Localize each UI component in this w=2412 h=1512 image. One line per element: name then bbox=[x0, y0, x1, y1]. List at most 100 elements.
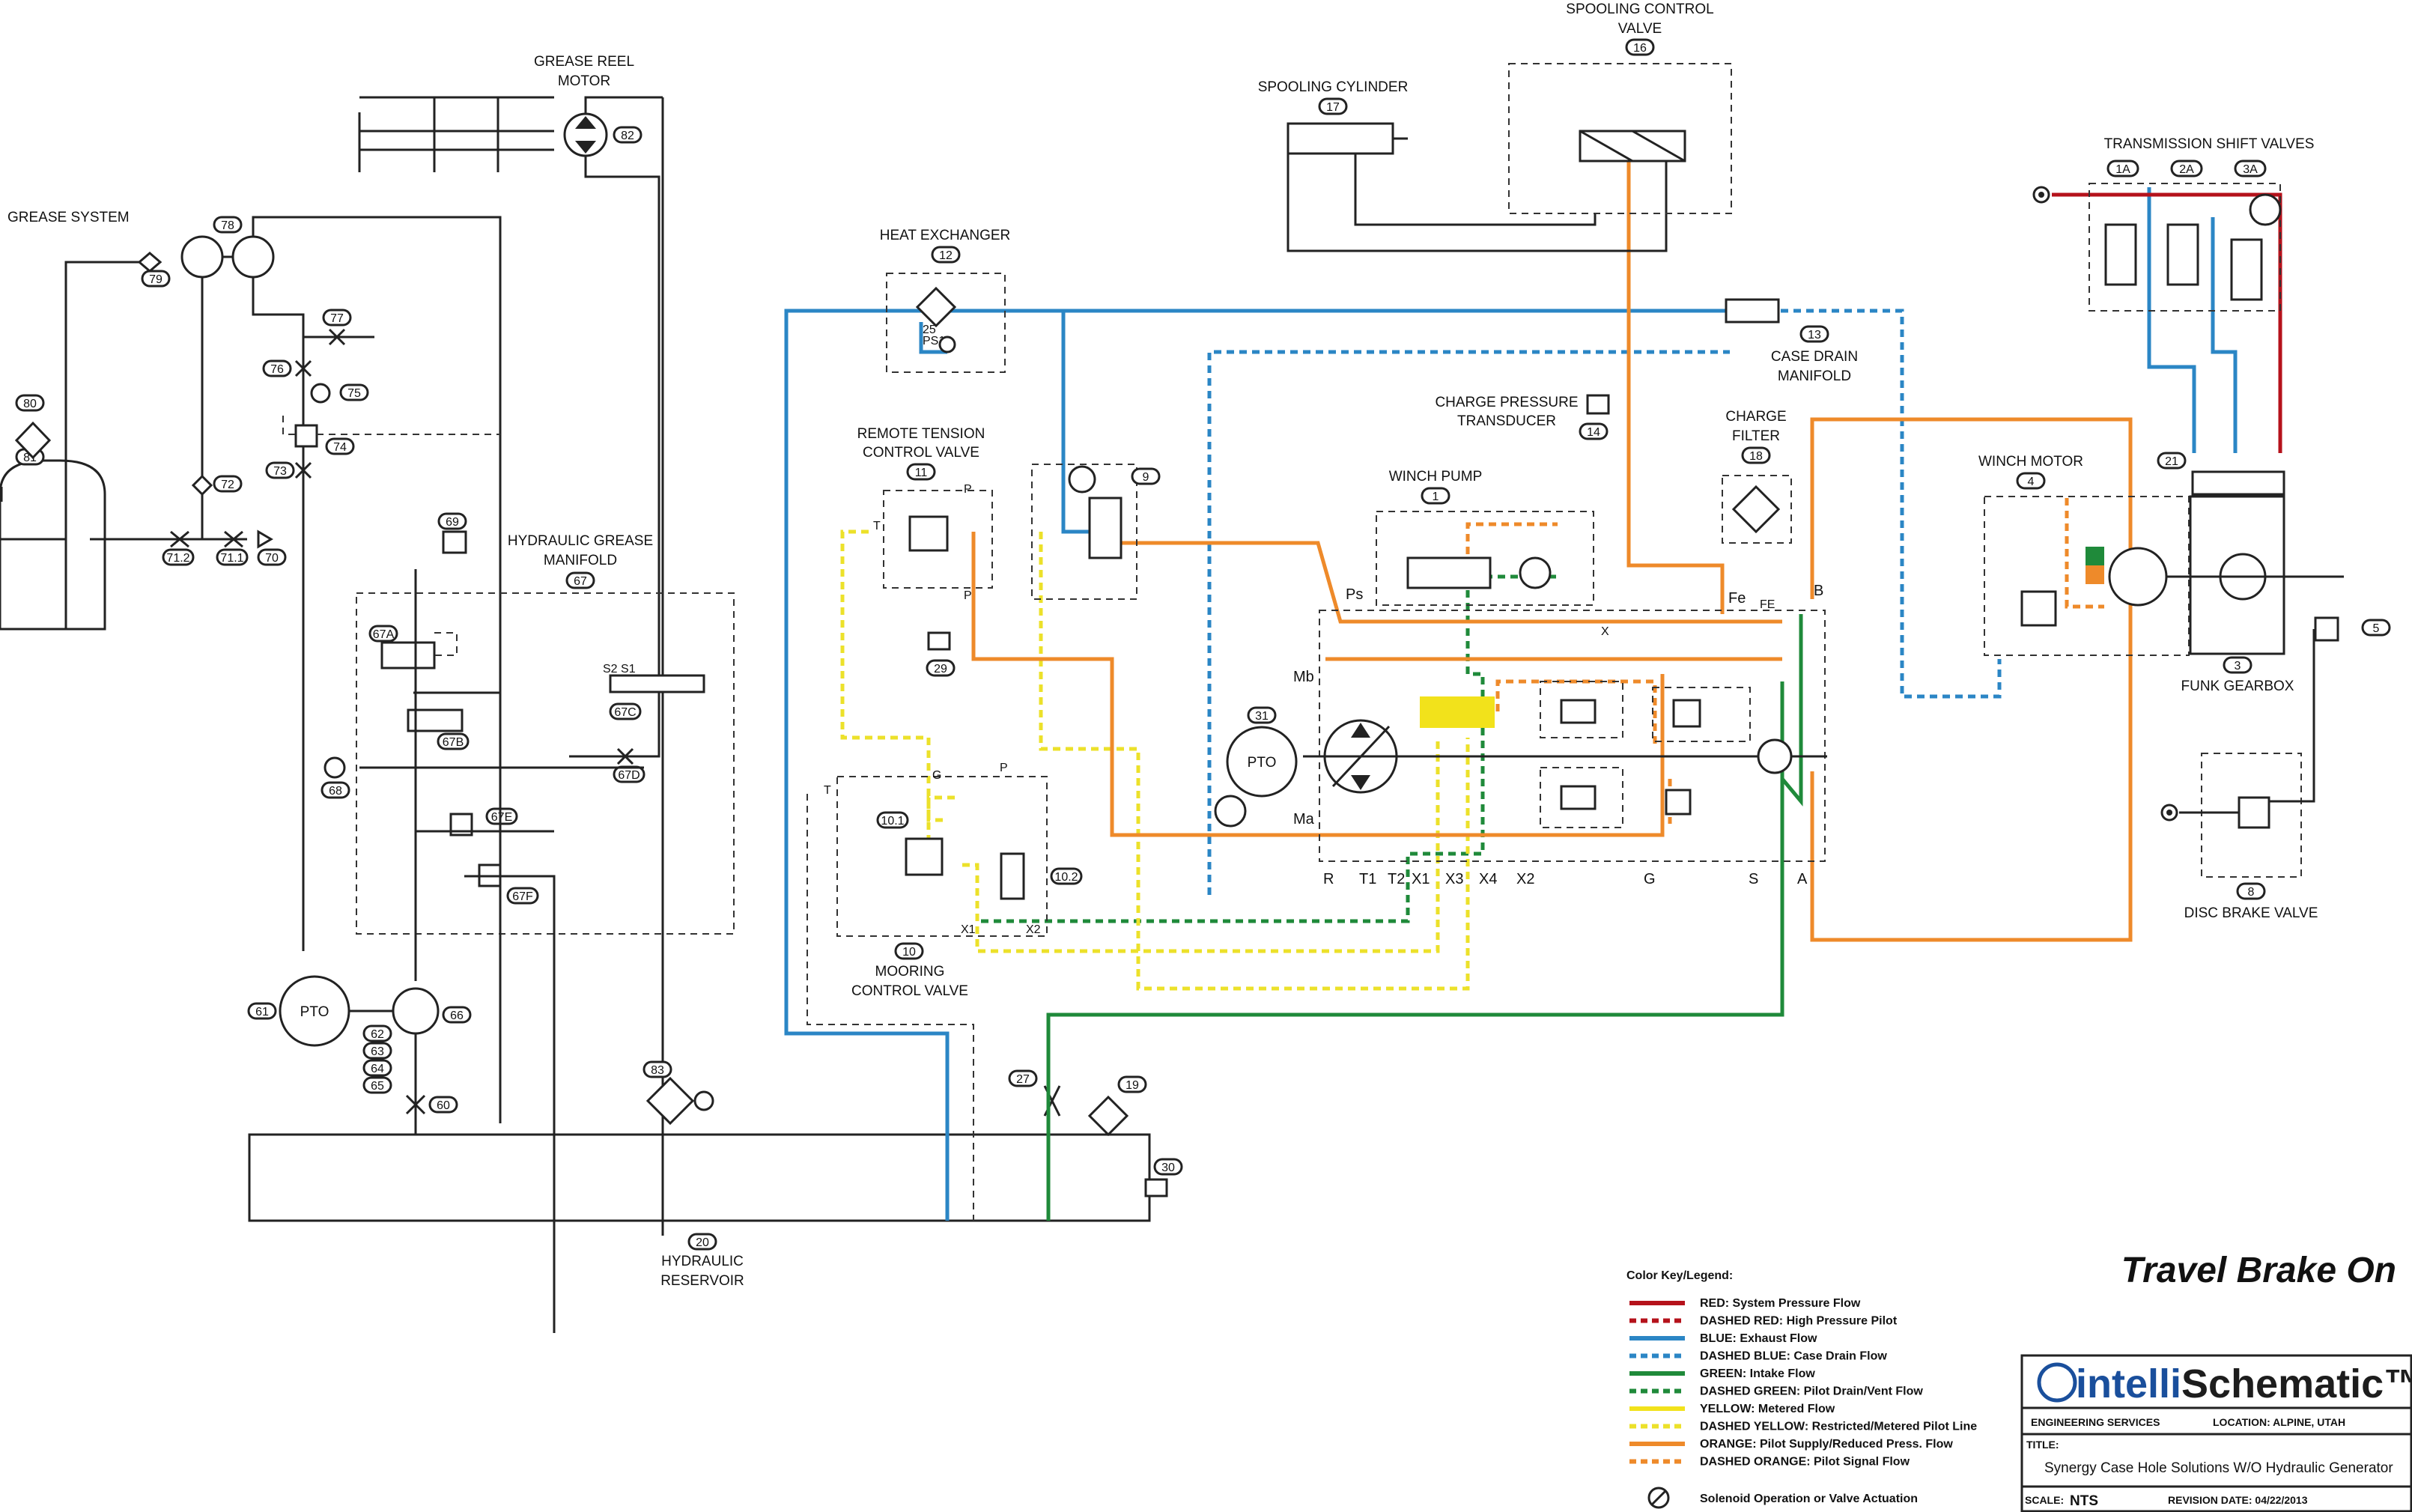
tag-14-box bbox=[1579, 422, 1608, 440]
grease-line-1 bbox=[64, 261, 142, 629]
pump-relief-icon bbox=[1672, 699, 1701, 728]
spooling-cylinder-icon bbox=[1286, 122, 1394, 155]
line-green-2 bbox=[1781, 614, 1803, 807]
spooling-valve-icon bbox=[1579, 130, 1686, 163]
brand-prefix: intelli bbox=[2076, 1361, 2181, 1406]
line-orangedash-1 bbox=[1465, 522, 1672, 824]
winch-motor-label: WINCH MOTOR bbox=[1978, 454, 2083, 470]
motor-brake-icon bbox=[2020, 590, 2057, 627]
transducer-29-icon bbox=[927, 631, 951, 651]
valve-67d-icon bbox=[616, 747, 634, 765]
brake-port-dot-icon bbox=[2166, 810, 2172, 816]
reservoir-box bbox=[248, 1133, 1151, 1222]
title-block-rows bbox=[2022, 1406, 2411, 1488]
tag-80: 80 bbox=[23, 398, 37, 410]
grease-pump-right-icon bbox=[231, 235, 275, 279]
valve-67b-icon bbox=[407, 708, 464, 732]
heat-exchanger: HEAT EXCHANGER 12 25 PS1 bbox=[880, 228, 1010, 373]
tag-1a: 1A bbox=[2115, 163, 2130, 176]
pto-61-label: PTO bbox=[300, 1004, 329, 1020]
tag-67f-box bbox=[506, 887, 539, 905]
port-x2-10: X2 bbox=[1026, 923, 1041, 936]
tag-60-box bbox=[428, 1096, 458, 1114]
tag-62-box bbox=[362, 1024, 392, 1042]
remote-tension-label-1: REMOTE TENSION bbox=[857, 426, 985, 442]
grease-reel-drum bbox=[358, 96, 554, 172]
tag-5: 5 bbox=[2373, 622, 2380, 635]
line-green-main bbox=[1046, 681, 1784, 1221]
tag-79-box bbox=[141, 270, 171, 288]
valve-9: 9 bbox=[1031, 464, 1161, 600]
pump-valve-b-icon bbox=[1560, 785, 1597, 810]
tag-60: 60 bbox=[437, 1099, 450, 1112]
tag-2a: 2A bbox=[2179, 163, 2194, 176]
port-gb: G bbox=[1644, 871, 1656, 887]
tag-73-box bbox=[265, 461, 295, 479]
tag-3a: 3A bbox=[2243, 163, 2258, 176]
tag-67: 67 bbox=[574, 575, 587, 588]
engineering-services: ENGINEERING SERVICES bbox=[2031, 1416, 2160, 1428]
tag-8: 8 bbox=[2248, 886, 2255, 899]
charge-pressure-label-1: CHARGE PRESSURE bbox=[1435, 395, 1578, 410]
tag-18-box bbox=[1741, 446, 1771, 464]
solenoid-31-icon bbox=[1214, 795, 1247, 828]
winch-motor-icon bbox=[2108, 547, 2168, 607]
line-blue-12 bbox=[919, 322, 947, 354]
tag-10: 10 bbox=[902, 946, 916, 959]
tag-68-box bbox=[321, 781, 350, 799]
pump-relief-2-icon bbox=[1665, 789, 1692, 816]
level-switch-30-icon bbox=[1144, 1178, 1168, 1197]
line-greendash bbox=[981, 574, 1558, 923]
motor-arrow-icon bbox=[575, 116, 596, 129]
grease-system-label: GREASE SYSTEM bbox=[7, 210, 130, 225]
line-blue-2a bbox=[2211, 217, 2238, 453]
mooring-drain bbox=[806, 794, 974, 1221]
tag-66-box bbox=[442, 1006, 472, 1024]
mooring-label-2: CONTROL VALVE bbox=[851, 983, 968, 999]
valve-76-icon bbox=[294, 359, 312, 377]
revision-date: REVISION DATE: 04/22/2013 bbox=[2168, 1494, 2308, 1506]
port-s: S bbox=[1749, 871, 1758, 887]
valve-60-icon bbox=[405, 1094, 426, 1115]
legend-label-6: YELLOW: Metered Flow bbox=[1700, 1403, 1835, 1415]
transducer-14-icon bbox=[1586, 394, 1610, 415]
tag-66: 66 bbox=[450, 1009, 464, 1022]
tag-14: 14 bbox=[1587, 426, 1600, 439]
pto-31-icon bbox=[1226, 726, 1298, 798]
valve-9-body bbox=[1088, 497, 1123, 559]
transmission-label: TRANSMISSION SHIFT VALVES bbox=[2104, 136, 2315, 152]
port-ps: Ps bbox=[1346, 586, 1363, 603]
port-p-11b: P bbox=[964, 589, 972, 602]
check-10-2-icon bbox=[1000, 852, 1025, 900]
scale-value: NTS bbox=[2070, 1493, 2098, 1509]
tag-13-box bbox=[1799, 325, 1829, 343]
pto-31-label: PTO bbox=[1248, 755, 1277, 771]
transmission-shift-valves: TRANSMISSION SHIFT VALVES 1A 2A 3A 21 bbox=[2032, 136, 2315, 496]
port-x1b: X1 bbox=[1412, 871, 1430, 887]
tag-29-box bbox=[926, 659, 956, 677]
filter-80-icon bbox=[14, 421, 52, 460]
legend-label-8: ORANGE: Pilot Supply/Reduced Press. Flow bbox=[1700, 1438, 1953, 1451]
port-fe: Fe bbox=[1728, 590, 1746, 607]
case-drain-label-2: MANIFOLD bbox=[1778, 368, 1851, 384]
tag-69: 69 bbox=[446, 516, 459, 529]
tag-67f: 67F bbox=[512, 890, 533, 903]
case-drain-manifold: 13 CASE DRAIN MANIFOLD CHARGE PRESSURE T… bbox=[1435, 298, 1858, 544]
tag-3-box bbox=[2223, 656, 2252, 674]
tag-63: 63 bbox=[371, 1045, 384, 1058]
tag-78: 78 bbox=[221, 219, 234, 232]
yellow-metered-block bbox=[1420, 696, 1495, 728]
port-t2: T2 bbox=[1388, 871, 1405, 887]
tag-4-box bbox=[2016, 472, 2046, 490]
scale-label: SCALE: bbox=[2025, 1494, 2064, 1506]
winch-pump-label: WINCH PUMP bbox=[1389, 469, 1483, 485]
tag-71-2-box bbox=[162, 548, 195, 566]
pump-solenoid-icon bbox=[1519, 556, 1552, 589]
tag-67b-box bbox=[437, 732, 470, 750]
line-orange-2 bbox=[1093, 541, 1782, 624]
tag-20: 20 bbox=[696, 1236, 709, 1249]
port-x1-10: X1 bbox=[961, 923, 976, 936]
manifold-label-2: MANIFOLD bbox=[544, 553, 617, 568]
grease-pump-left-icon bbox=[180, 235, 224, 279]
